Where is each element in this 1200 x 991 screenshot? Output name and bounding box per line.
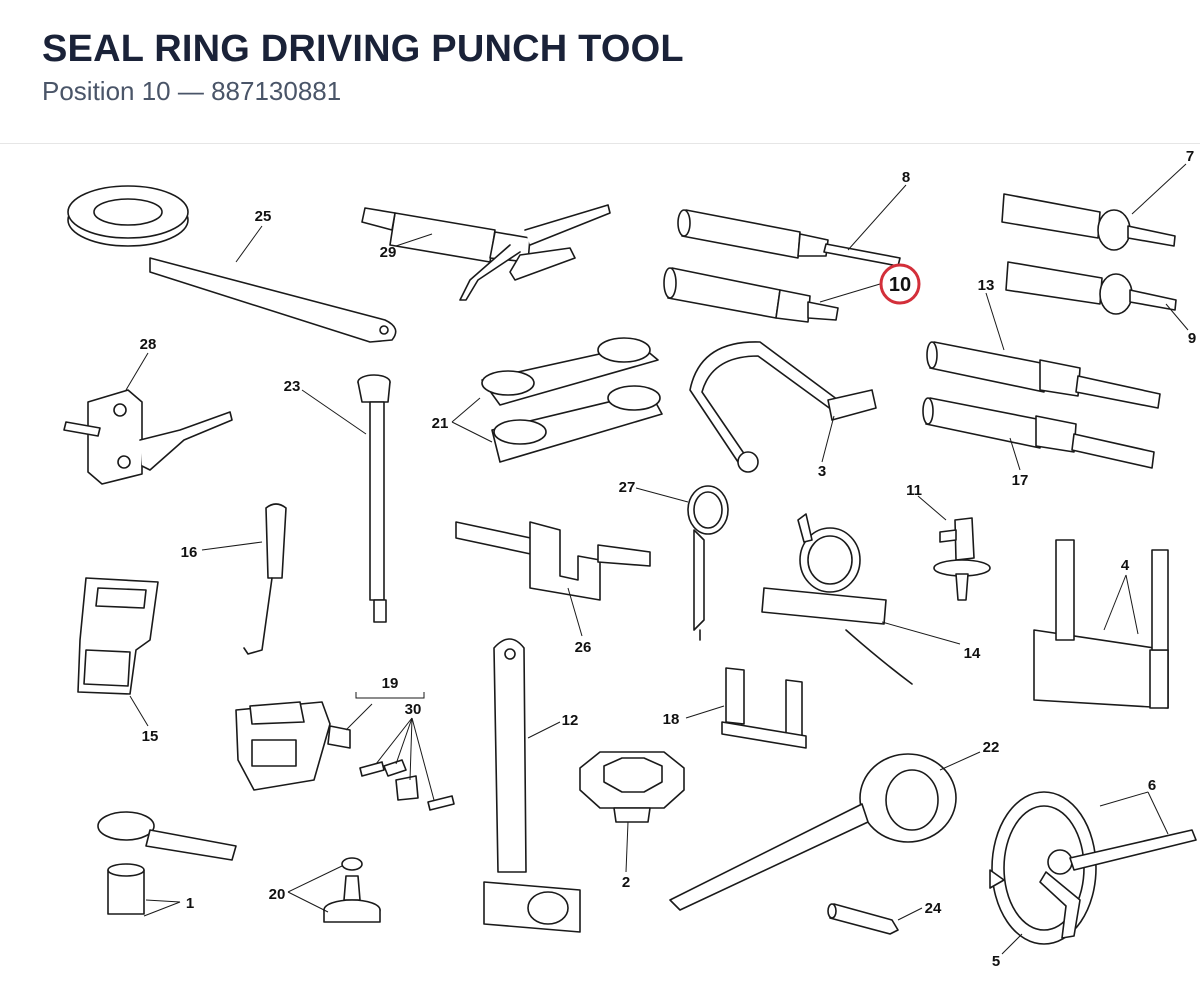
tool-29-puller: [361, 204, 611, 301]
callout-24: 24: [925, 900, 942, 917]
callout-16: 16: [181, 544, 198, 561]
callout-3: 3: [818, 463, 826, 480]
callout-1: 1: [186, 895, 194, 912]
leader-lines: [125, 163, 1189, 955]
callout-25: 25: [255, 208, 272, 225]
callout-30: 30: [405, 701, 422, 718]
callout-14: 14: [964, 645, 981, 662]
tool-30-screws: [359, 759, 455, 811]
page-subtitle: Position 10 — 887130881: [42, 76, 342, 106]
tool-3-crank: [689, 341, 877, 473]
tool-1-wrench-socket: [97, 811, 237, 915]
callout-23: 23: [284, 378, 301, 395]
tool-10-punch: [663, 267, 839, 323]
tool-17-driver: [922, 397, 1155, 469]
callout-8: 8: [902, 169, 910, 186]
callout-19: 19: [382, 675, 399, 692]
tool-14-indicator: [761, 513, 913, 685]
callout-28: 28: [140, 336, 157, 353]
callout-20: 20: [269, 886, 286, 903]
callout-29: 29: [380, 244, 397, 261]
callout-7: 7: [1186, 148, 1194, 165]
tool-8-punch: [677, 209, 901, 267]
tool-13-driver: [926, 341, 1161, 409]
tool-20-adapter: [323, 857, 381, 923]
callout-11: 11: [906, 482, 922, 499]
tool-28-puller: [63, 389, 233, 485]
callout-27: 27: [619, 479, 636, 496]
header: SEAL RING DRIVING PUNCH TOOL Position 10…: [0, 0, 1200, 144]
callout-12: 12: [562, 712, 579, 729]
tool-23-rod: [357, 374, 391, 623]
callout-9: 9: [1188, 330, 1196, 347]
callout-6: 6: [1148, 777, 1156, 794]
tool-24-pin: [827, 903, 899, 935]
tool-18-frame: [721, 667, 807, 749]
callout-10: 10: [889, 274, 911, 296]
tool-5-6-degree-wheel: [989, 791, 1197, 945]
tool-9-driver: [1005, 261, 1177, 315]
tool-22-wrench: [669, 753, 957, 911]
callout-22: 22: [983, 739, 1000, 756]
callout-5: 5: [992, 953, 1000, 970]
tool-25-ring-spanner: [67, 185, 397, 343]
callout-13: 13: [978, 277, 995, 294]
tool-2-socket: [579, 751, 685, 823]
tool-21-plates: [481, 337, 663, 463]
tool-11-stand: [933, 517, 991, 601]
tool-15-tester: [77, 577, 159, 695]
tool-diagram: 25 29 8 10 7 9 13 17 3 21 28 23 16 15 26…: [63, 148, 1197, 970]
callout-26: 26: [575, 639, 592, 656]
page-title: SEAL RING DRIVING PUNCH TOOL: [42, 28, 684, 70]
tool-4-fixture: [1033, 539, 1169, 709]
callout-17: 17: [1012, 472, 1029, 489]
tool-26-bracket: [455, 521, 651, 601]
tool-12-handle: [483, 638, 581, 933]
tool-7-driver: [1001, 193, 1176, 251]
callout-15: 15: [142, 728, 159, 745]
tool-27-dial-gauge: [687, 485, 729, 641]
callout-2: 2: [622, 874, 630, 891]
tool-16-hook: [243, 503, 287, 655]
highlight-ring: [879, 263, 921, 305]
callout-18: 18: [663, 711, 680, 728]
callout-4: 4: [1121, 557, 1130, 574]
callout-21: 21: [432, 415, 449, 432]
tool-19-gauge: [235, 701, 351, 791]
